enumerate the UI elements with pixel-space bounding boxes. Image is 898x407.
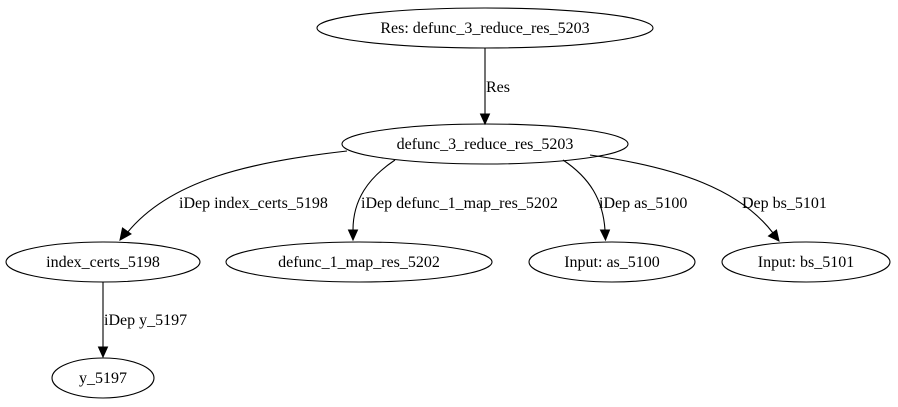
node-input-as-label: Input: as_5100 [564, 254, 660, 271]
edge-res-label: Res [486, 79, 510, 96]
edge-idep-as: iDep as_5100 [562, 159, 687, 242]
node-y: y_5197 [51, 357, 155, 399]
edge-idep-map-res-label: iDep defunc_1_map_res_5202 [361, 195, 558, 212]
edge-idep-y-arrowhead [97, 346, 109, 359]
node-input-bs: Input: bs_5101 [721, 241, 891, 283]
edge-idep-index-certs-label: iDep index_certs_5198 [179, 195, 328, 212]
edge-idep-map-res: iDep defunc_1_map_res_5202 [347, 159, 558, 242]
node-map-res-label: defunc_1_map_res_5202 [278, 254, 440, 271]
node-res-root-label: Res: defunc_3_reduce_res_5203 [380, 20, 589, 37]
node-reduce-label: defunc_3_reduce_res_5203 [397, 136, 574, 153]
edge-idep-index-certs: iDep index_certs_5198 [119, 150, 348, 241]
edge-idep-map-res-arrowhead [347, 229, 359, 242]
edge-res: Res [479, 48, 510, 126]
node-input-bs-label: Input: bs_5101 [758, 254, 854, 271]
node-reduce: defunc_3_reduce_res_5203 [341, 123, 629, 165]
node-map-res: defunc_1_map_res_5202 [225, 241, 493, 283]
node-y-label: y_5197 [79, 370, 127, 387]
node-res-root: Res: defunc_3_reduce_res_5203 [316, 7, 654, 49]
edge-idep-as-label: iDep as_5100 [599, 195, 687, 212]
edge-idep-y: iDep y_5197 [97, 282, 187, 359]
node-index-certs: index_certs_5198 [5, 241, 201, 283]
edge-idep-y-label: iDep y_5197 [104, 312, 187, 329]
edge-idep-as-arrowhead [599, 229, 611, 242]
edge-dep-bs: Dep bs_5101 [589, 154, 827, 242]
edge-dep-bs-arrowhead [767, 229, 780, 242]
edge-dep-bs-label: Dep bs_5101 [742, 195, 827, 212]
node-input-as: Input: as_5100 [528, 241, 696, 283]
edge-res-arrowhead [479, 113, 491, 126]
node-index-certs-label: index_certs_5198 [46, 254, 160, 271]
edge-idep-index-certs-arrowhead [119, 227, 132, 241]
